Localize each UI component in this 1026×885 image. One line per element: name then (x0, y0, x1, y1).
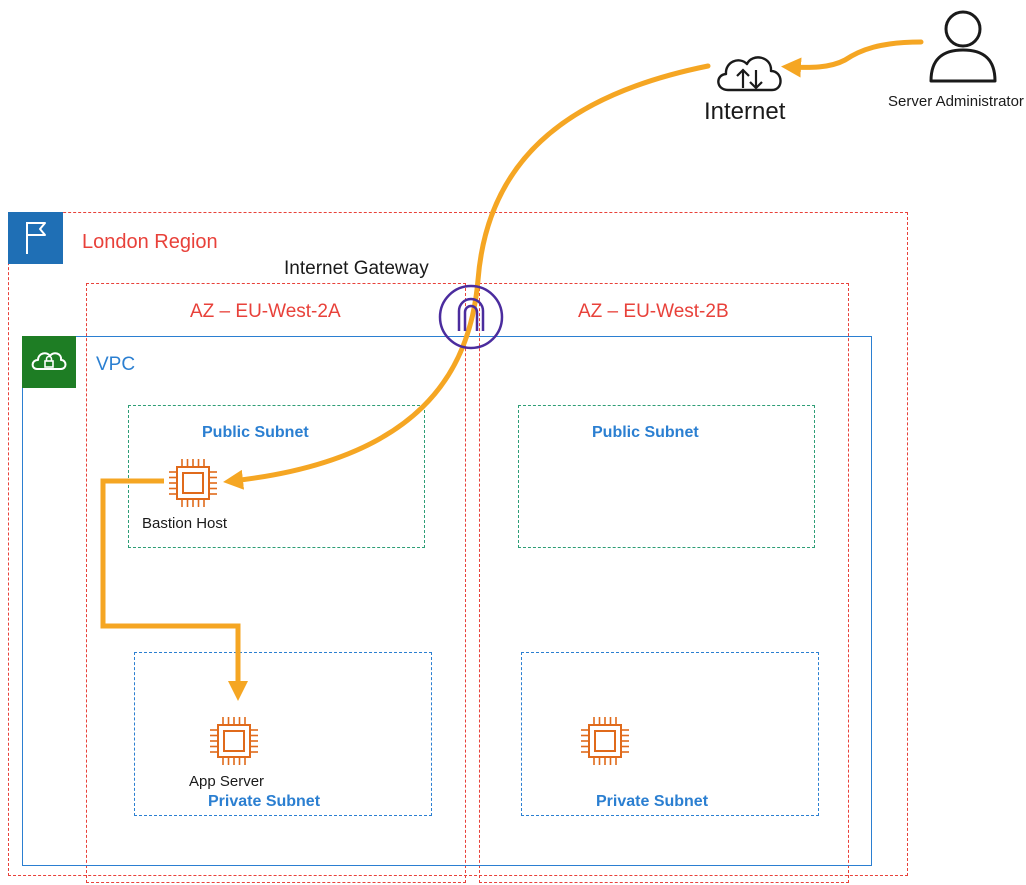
region-badge (8, 212, 63, 264)
az-2a-label: AZ – EU-West-2A (190, 301, 341, 322)
public-subnet-2b (518, 405, 815, 548)
internet-label: Internet (704, 98, 786, 125)
public-subnet-2a (128, 405, 425, 548)
az-2b-boundary (479, 283, 849, 883)
bastion-to-app-server-arrow (100, 478, 248, 701)
bastion-host-label: Bastion Host (142, 515, 228, 532)
vpc-badge (22, 336, 76, 388)
private-subnet-2a-label: Private Subnet (208, 793, 321, 810)
public-subnet-2b-label: Public Subnet (592, 424, 699, 441)
internet-gateway-label: Internet Gateway (284, 258, 429, 279)
server-administrator-label: Server Administrator (888, 93, 1024, 110)
internet-to-bastion-arrow (223, 63, 711, 490)
private-subnet-2a (134, 652, 432, 816)
internet-gateway-icon (438, 284, 504, 350)
app-server-label: App Server (189, 773, 265, 790)
cloud-lock-icon (31, 352, 67, 370)
az-2b-label: AZ – EU-West-2B (578, 301, 729, 322)
az-2a-boundary (86, 283, 466, 883)
vpc-label: VPC (96, 354, 136, 375)
private-subnet-2b-label: Private Subnet (596, 793, 709, 810)
cloud-upload-download-icon (717, 56, 782, 92)
private-subnet-2b (521, 652, 819, 816)
region-label: London Region (82, 231, 218, 253)
london-region-boundary (8, 212, 908, 876)
ec2-instance-icon (169, 459, 217, 507)
ec2-instance-icon (210, 717, 258, 765)
user-icon (929, 10, 997, 83)
admin-to-internet-arrow (781, 39, 924, 78)
flag-icon (26, 222, 46, 254)
ec2-instance-icon (581, 717, 629, 765)
public-subnet-2a-label: Public Subnet (202, 424, 309, 441)
